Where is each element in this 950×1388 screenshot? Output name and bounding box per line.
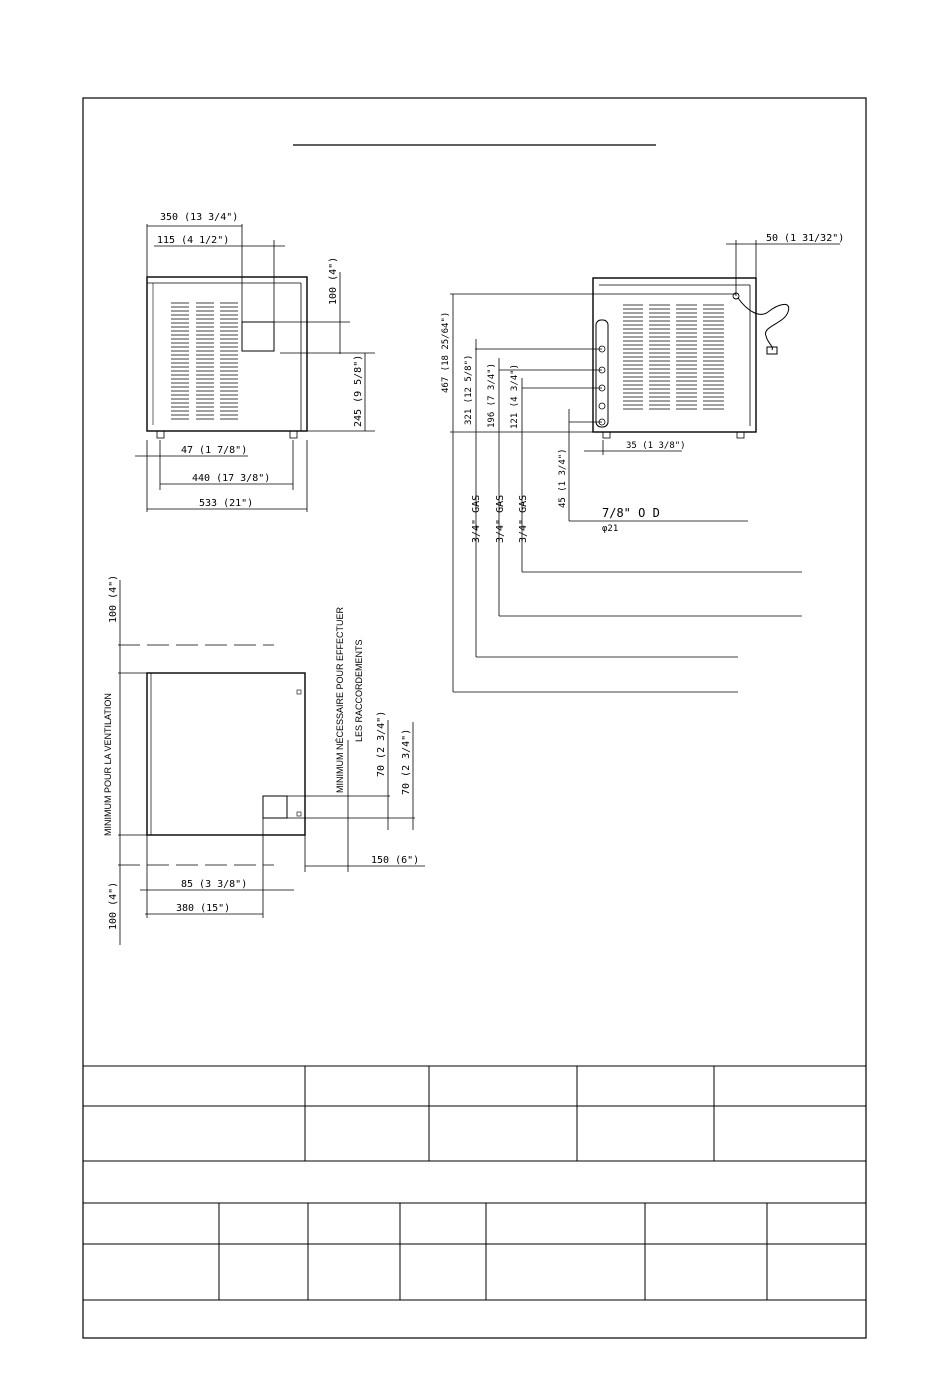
side-louvre-group <box>623 304 724 410</box>
spec-table <box>83 1065 866 1301</box>
side-view <box>450 240 840 693</box>
dim-front-offset-top: 115 (4 1/2") <box>157 235 229 246</box>
front-dimension-lines <box>135 224 375 512</box>
dim-front-foot-span: 440 (17 3/8") <box>192 473 270 484</box>
side-foot-right <box>736 431 745 439</box>
top-cabinet-outline <box>146 672 306 836</box>
dim-front-height-mid: 245 (9 5/8") <box>353 355 364 427</box>
top-clearance-lines <box>118 580 425 945</box>
front-foot-left <box>156 430 165 439</box>
top-connection-box <box>262 795 288 819</box>
side-dimension-lines <box>450 240 840 693</box>
side-foot-left <box>602 431 611 439</box>
connection-gas-2: 3/4" GAS <box>495 495 506 543</box>
top-view <box>118 580 425 945</box>
dim-top-offset-380: 380 (15") <box>176 903 230 914</box>
dim-top-clear-side: 150 (6") <box>371 855 419 866</box>
label-connection-minimum-2: LES RACCORDEMENTS <box>354 639 364 742</box>
dim-side-cord-offset: 50 (1 31/32") <box>766 233 844 244</box>
dim-top-depth-70a: 70 (2 3/4") <box>376 711 387 777</box>
power-plug <box>766 346 778 355</box>
dim-top-clear-bottom: 100 (4") <box>108 882 119 930</box>
dim-top-depth-70b: 70 (2 3/4") <box>401 729 412 795</box>
dim-side-height-45: 45 (1 3/4") <box>558 448 568 508</box>
dim-front-height-top: 100 (4") <box>328 257 339 305</box>
top-hinge-lower <box>296 811 302 817</box>
connection-port-4 <box>598 402 606 410</box>
dim-side-height-121: 121 (4 3/4") <box>510 364 520 429</box>
label-vent-minimum: MINIMUM POUR LA VENTILATION <box>103 693 113 836</box>
dim-top-offset-85: 85 (3 3/8") <box>181 879 247 890</box>
front-control-box <box>241 321 275 352</box>
front-cabinet-outline <box>146 276 308 432</box>
dim-side-height-321: 321 (12 5/8") <box>464 355 474 425</box>
dim-front-foot-offset: 47 (1 7/8") <box>181 445 247 456</box>
dim-side-height-overall: 467 (18 25/64") <box>441 312 451 393</box>
connection-drain-od: 7/8" O D <box>602 506 660 520</box>
label-connection-minimum-1: MINIMUM NÉCESSAIRE POUR EFFECTUER <box>335 606 345 793</box>
side-cabinet-outline <box>592 277 757 433</box>
front-louvre-group <box>171 302 238 420</box>
front-view <box>135 224 375 512</box>
power-cord <box>737 297 790 351</box>
front-foot-right <box>289 430 298 439</box>
connection-drain-phi: φ21 <box>602 524 618 534</box>
connection-gas-1: 3/4" GAS <box>471 495 482 543</box>
dim-front-width-top: 350 (13 3/4") <box>160 212 238 223</box>
connection-manifold <box>595 319 609 428</box>
dim-front-overall-width: 533 (21") <box>199 498 253 509</box>
dim-side-depth-35: 35 (1 3/8") <box>626 441 686 451</box>
connection-gas-3: 3/4" GAS <box>518 495 529 543</box>
top-hinge-upper <box>296 689 302 695</box>
dim-top-clear-top: 100 (4") <box>108 575 119 623</box>
sheet-border <box>82 97 867 1339</box>
dim-side-height-196: 196 (7 3/4") <box>487 363 497 428</box>
